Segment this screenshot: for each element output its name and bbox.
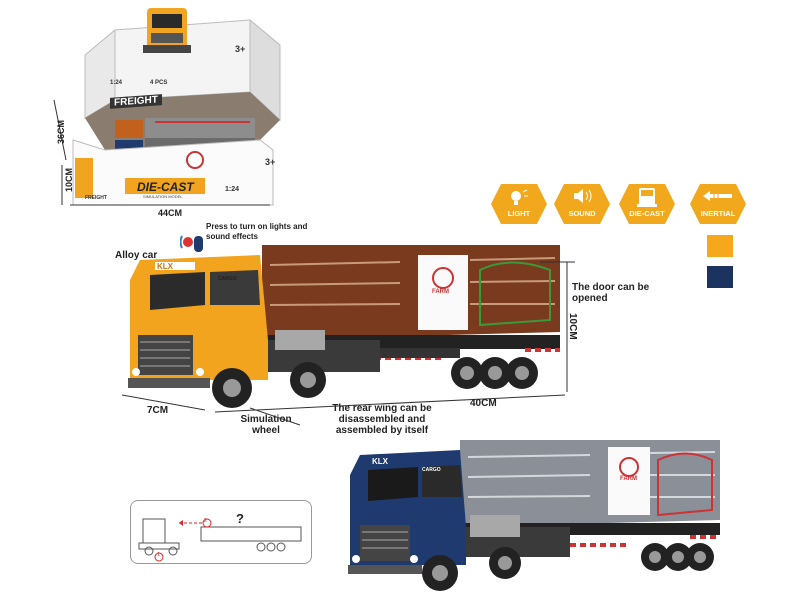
cab-depth-dimension: 7CM	[147, 405, 169, 416]
diagram-question: ?	[236, 511, 244, 526]
orange-farm-label: FARM	[432, 289, 449, 295]
feature-diecast-label: DIE-CAST	[629, 209, 665, 218]
navy-farm-label: FARM	[620, 476, 637, 482]
navy-cab-badge: CARGO	[422, 467, 441, 473]
diagram-step-2: 2	[204, 518, 207, 524]
feature-diecast: DIE-CAST	[617, 182, 677, 226]
hand-press-icon	[180, 235, 203, 252]
navy-cab-logo: KLX	[372, 457, 388, 466]
box-diecast-title: DIE-CAST	[137, 180, 194, 194]
orange-truck-illustration	[128, 245, 560, 408]
feature-light: LIGHT	[489, 182, 549, 226]
color-swatch-orange	[707, 235, 733, 257]
assembly-diagram: ? 2 1	[130, 500, 312, 564]
display-box: FREIGHT 1:24 4 PCS 3+ 3+ DIE-CAST SIMULA…	[55, 0, 305, 225]
feature-sound-label: SOUND	[568, 209, 596, 218]
callout-door: The door can be opened	[572, 282, 650, 304]
feature-sound: SOUND	[552, 182, 612, 226]
box-width-dimension: 44CM	[158, 208, 183, 218]
orange-cab-badge: CARGO	[218, 276, 237, 282]
diagram-step-1: 1	[157, 552, 160, 558]
color-swatch-navy	[707, 266, 733, 288]
box-scale-top: 1:24	[110, 80, 123, 86]
height-dimension: 10CM	[567, 313, 578, 340]
callout-alloy: Alloy car	[115, 250, 158, 261]
box-diecast-sub: SIMULATION MODEL	[143, 194, 183, 199]
box-scale-bottom: 1:24	[225, 186, 240, 193]
navy-truck-illustration	[348, 440, 720, 591]
length-dimension: 40CM	[470, 398, 497, 409]
callout-simulation: Simulation wheel	[240, 414, 292, 436]
callout-rear-wing: The rear wing can be disassembled and as…	[332, 403, 432, 436]
box-age-bottom: 3+	[265, 157, 276, 167]
box-dimension-lines	[53, 99, 270, 206]
box-pcs: 4 PCS	[150, 80, 168, 86]
box-freight-small: FREIGHT	[85, 195, 107, 201]
feature-light-label: LIGHT	[507, 209, 531, 218]
orange-cab-logo: KLX	[157, 262, 173, 271]
feature-inertial: INERTIAL	[688, 182, 748, 226]
callout-press: Press to turn on lights and sound effect…	[206, 222, 308, 241]
feature-inertial-label: INERTIAL	[700, 209, 736, 218]
box-age-top: 3+	[235, 44, 246, 54]
